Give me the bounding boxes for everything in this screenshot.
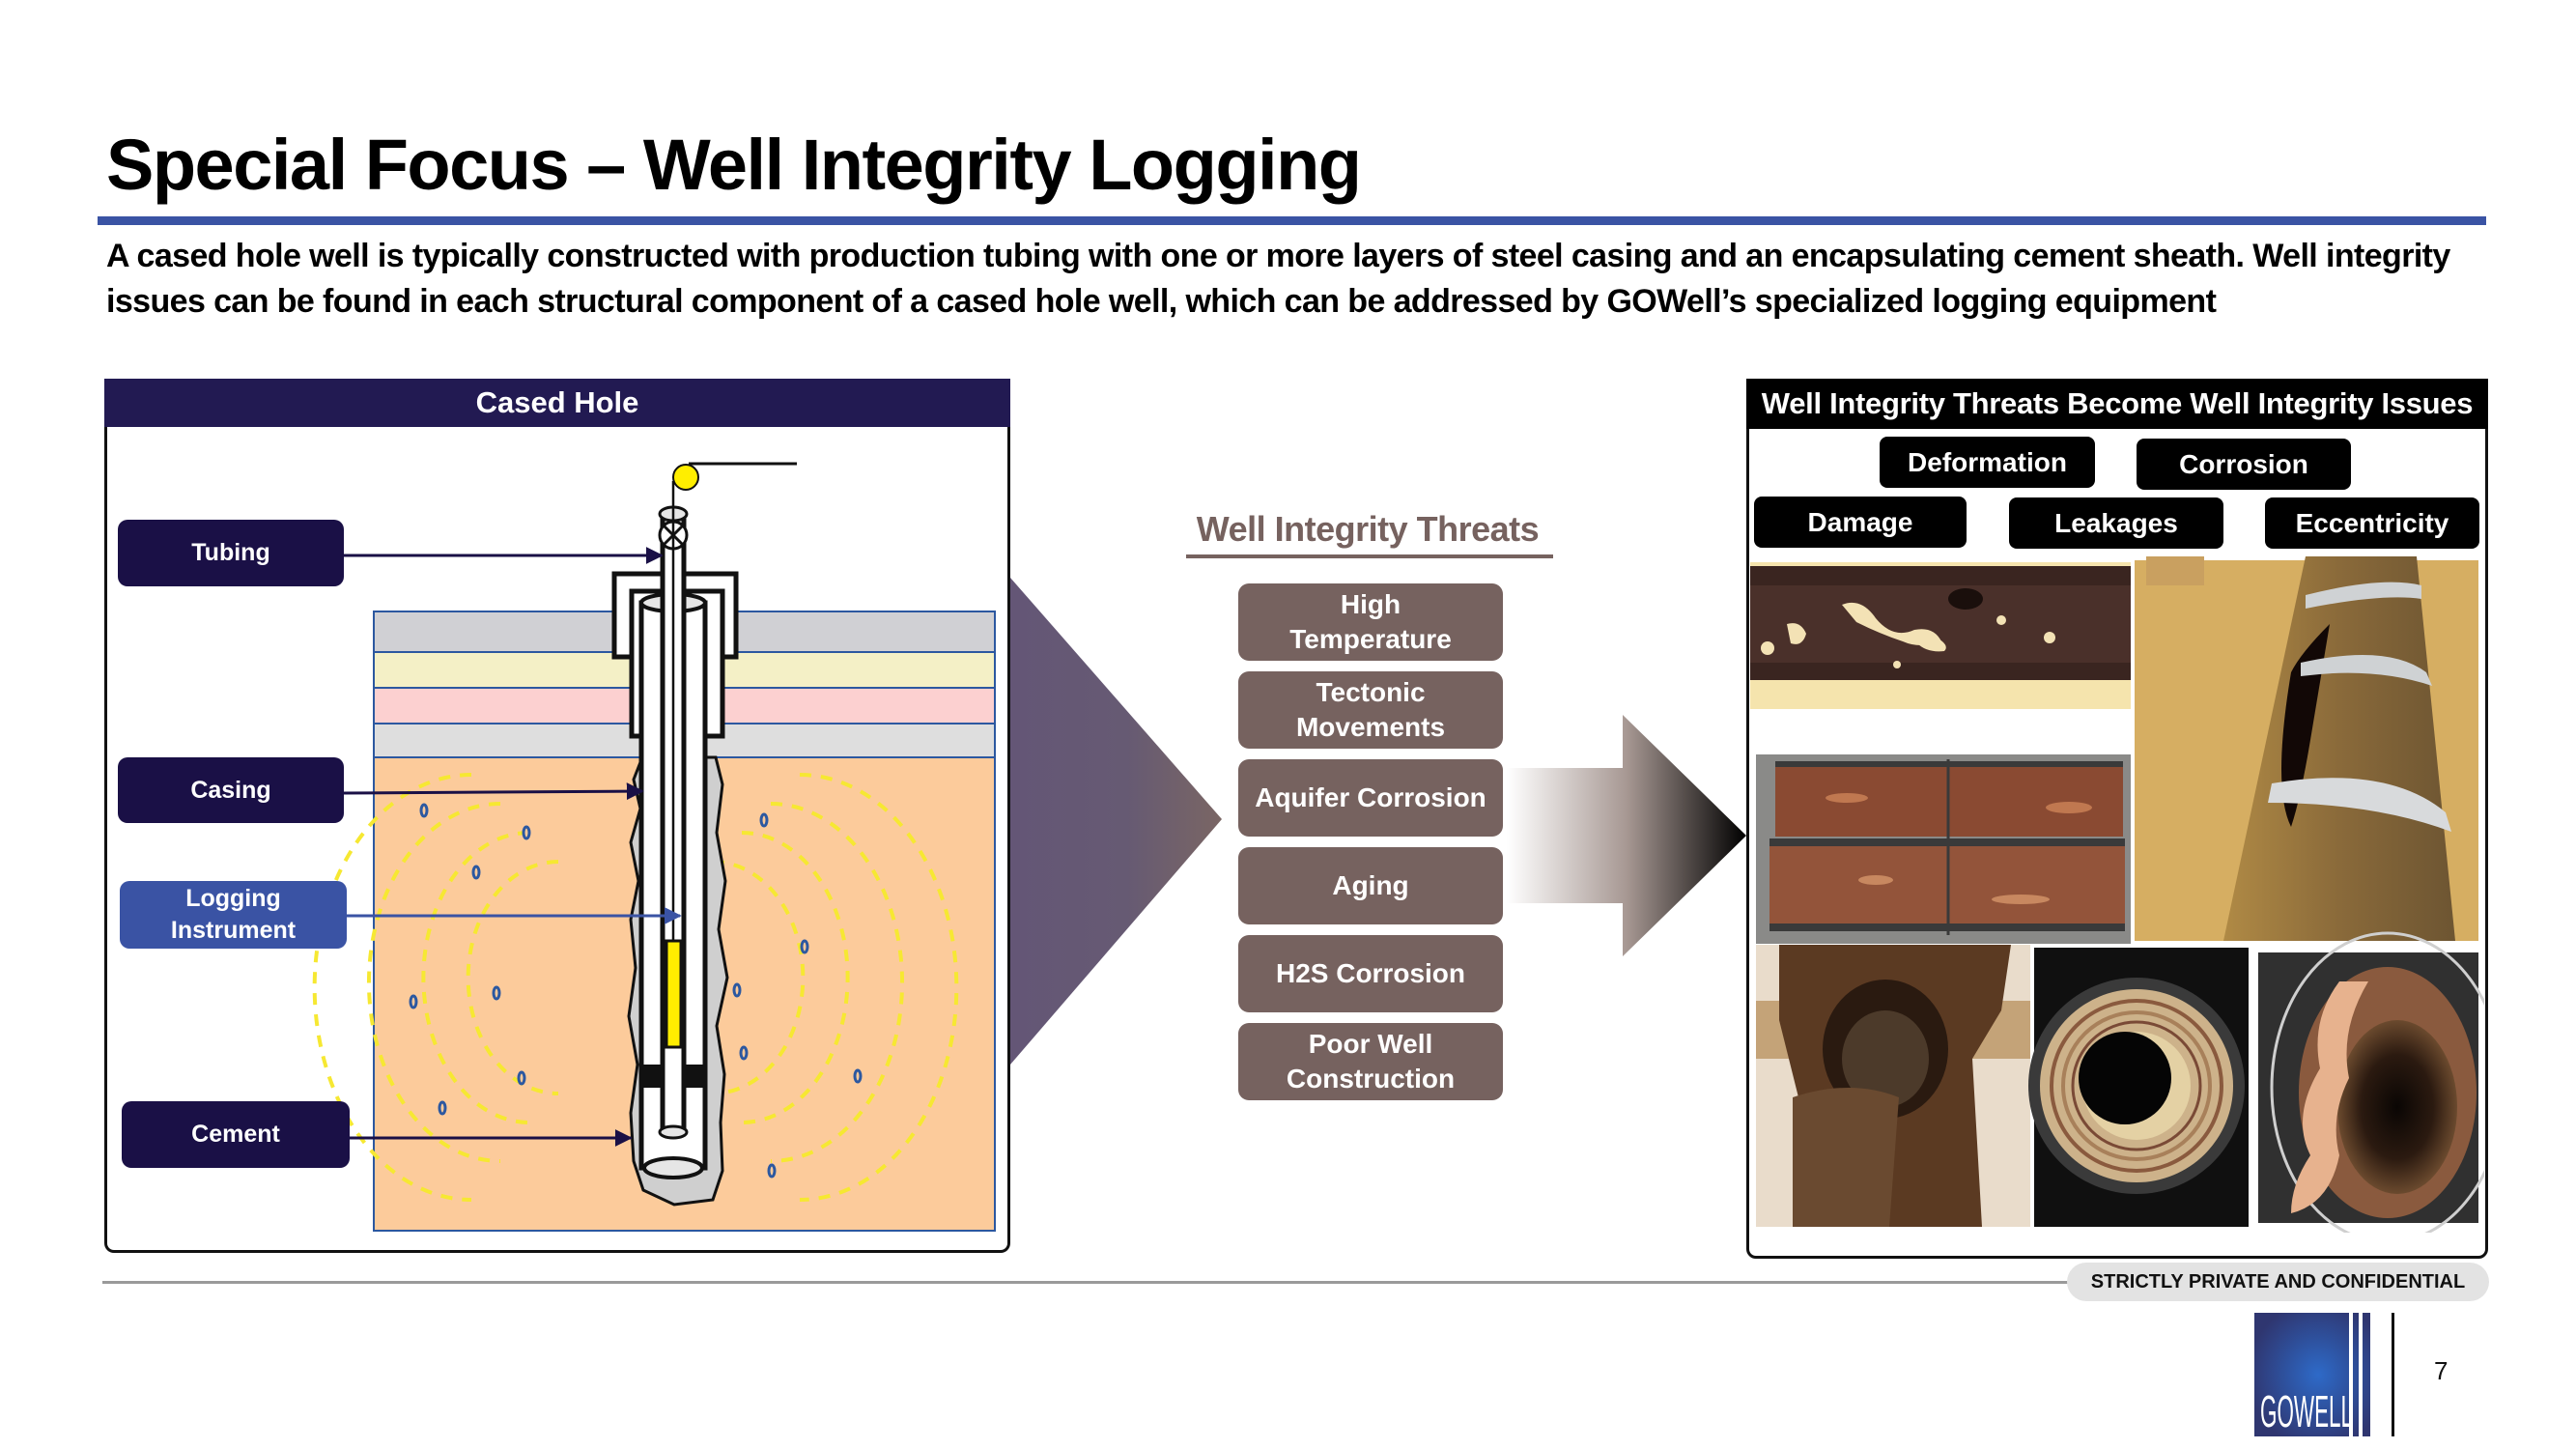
wireline-sheave <box>671 462 797 944</box>
threat-tectonic-movements: Tectonic Movements <box>1238 671 1503 749</box>
corroded-casing-strip-photo <box>1750 562 2131 709</box>
slide-subtitle: A cased hole well is typically construct… <box>106 238 2450 320</box>
threats-to-issues-arrow <box>1507 715 1746 956</box>
issue-photo-grid <box>1750 556 2484 1233</box>
badge-damage: Damage <box>1754 497 1967 548</box>
gowell-logo: GOWELL <box>2254 1313 2370 1436</box>
casing-arrow <box>343 782 644 801</box>
page-number: 7 <box>2434 1356 2449 1385</box>
pipe-interior-deposit-photo <box>2258 931 2484 1233</box>
slide-title: Special Focus – Well Integrity Logging <box>106 125 1362 205</box>
cased-hole-panel <box>104 379 1010 1253</box>
threat-h2s-corrosion: H2S Corrosion <box>1238 935 1503 1012</box>
badge-eccentricity: Eccentricity <box>2265 497 2479 549</box>
well-diagram <box>312 462 996 1232</box>
casing-label: Casing <box>118 757 344 823</box>
halved-corroded-pipes-photo <box>1756 754 2131 944</box>
issues-header: Well Integrity Threats Become Well Integ… <box>1746 379 2488 429</box>
split-pipe-photo <box>2135 556 2478 941</box>
badge-deformation: Deformation <box>1880 437 2095 488</box>
threat-aquifer-corrosion: Aquifer Corrosion <box>1238 759 1503 837</box>
cased-hole-header: Cased Hole <box>104 379 1010 427</box>
threats-title-underline <box>1186 554 1553 558</box>
badge-leakages: Leakages <box>2009 497 2223 549</box>
threat-poor-well-construction: Poor Well Construction <box>1238 1023 1503 1100</box>
title-underline <box>98 216 2486 225</box>
logging-tool <box>665 939 683 1049</box>
badge-corrosion: Corrosion <box>2137 439 2351 490</box>
acoustic-waves <box>312 773 959 1202</box>
logging-instrument-label: Logging Instrument <box>120 881 347 949</box>
footer-divider <box>102 1281 2073 1284</box>
input-chevron <box>1010 578 1222 1065</box>
cement-label: Cement <box>122 1101 350 1168</box>
flow-graphics <box>1010 578 1746 1065</box>
scaled-pipe-cross-section-photo <box>2028 948 2249 1227</box>
tubing-label: Tubing <box>118 520 344 586</box>
threats-title: Well Integrity Threats <box>1196 509 1540 549</box>
threat-aging: Aging <box>1238 847 1503 924</box>
logo-wordmark: GOWELL <box>2260 1386 2353 1436</box>
threat-high-temperature: High Temperature <box>1238 583 1503 661</box>
logo-divider <box>2392 1313 2394 1436</box>
ruptured-pipe-photo <box>1756 945 2030 1227</box>
confidentiality-notice: STRICTLY PRIVATE AND CONFIDENTIAL <box>2067 1263 2489 1301</box>
